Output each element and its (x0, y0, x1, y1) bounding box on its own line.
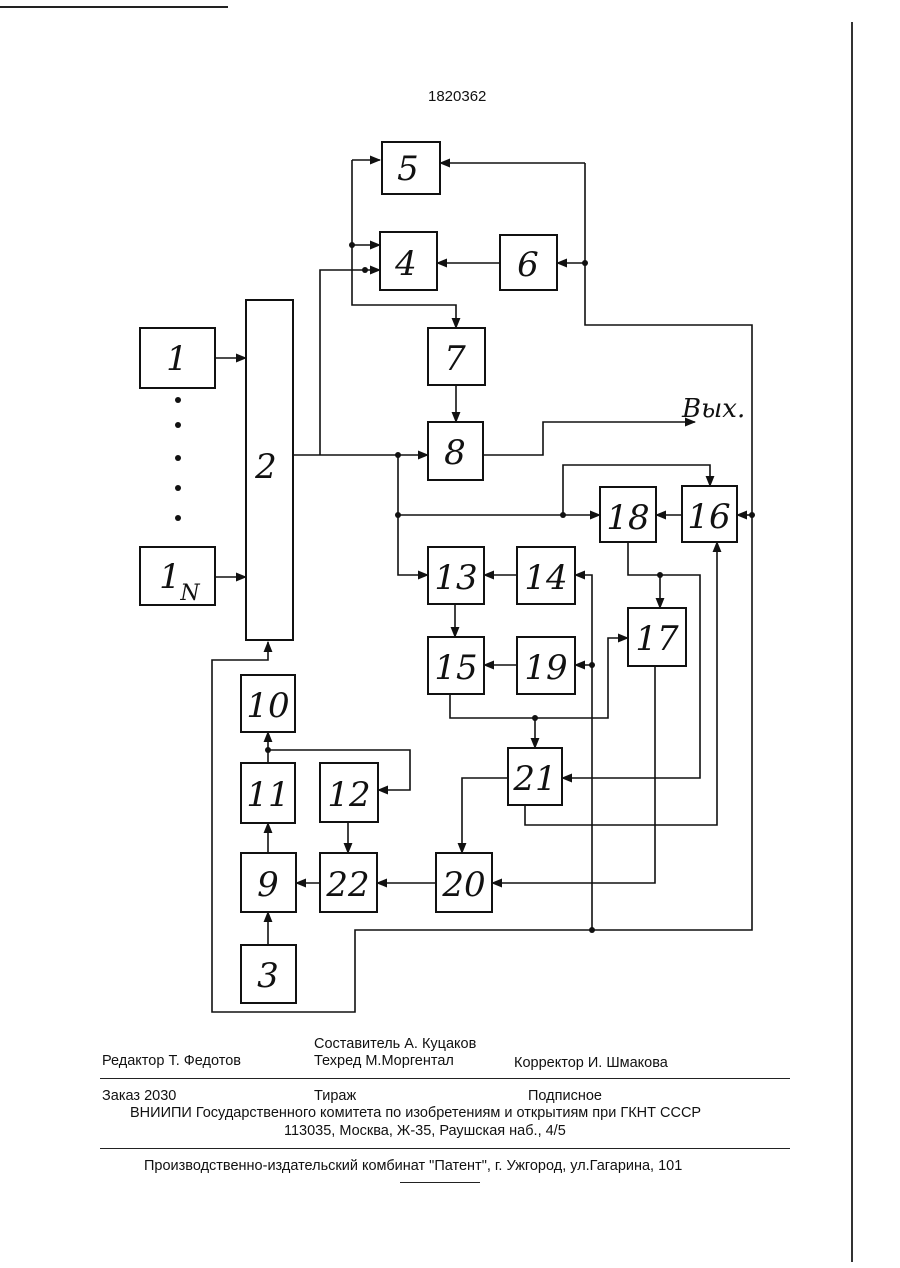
block-4-label: 4 (394, 244, 417, 284)
block-16: 16 (682, 486, 737, 542)
block-7: 7 (428, 328, 485, 385)
block-18: 18 (600, 487, 656, 542)
block-19: 19 (517, 637, 575, 694)
block-8: 8 (428, 422, 483, 480)
block-7-label: 7 (444, 339, 466, 379)
block-15-label: 15 (434, 648, 477, 688)
block-9: 9 (241, 853, 296, 912)
block-21-label: 21 (512, 759, 556, 799)
subscription-line: Подписное (528, 1088, 602, 1104)
block-5: 5 (382, 142, 440, 194)
block-20: 20 (436, 853, 492, 912)
block-diagram: 1 1 N 2 5 4 6 7 8 Вых. 18 16 13 14 17 15… (0, 0, 900, 1040)
block-16-label: 16 (687, 497, 730, 537)
block-1n: 1 N (140, 547, 215, 606)
block-17-label: 17 (635, 619, 679, 659)
institute-line: ВНИИПИ Государственного комитета по изоб… (130, 1105, 701, 1121)
block-12: 12 (320, 763, 378, 822)
print-run-line: Тираж (314, 1088, 356, 1104)
block-2-label: 2 (254, 447, 277, 487)
block-6: 6 (500, 235, 557, 290)
corrector-line: Корректор И. Шмакова (514, 1055, 668, 1071)
block-10-label: 10 (246, 686, 289, 726)
footer-rule-2 (100, 1148, 790, 1149)
block-18-label: 18 (606, 498, 649, 538)
publisher-line: Производственно-издательский комбинат "П… (144, 1158, 682, 1174)
block-3-label: 3 (257, 956, 279, 996)
block-13: 13 (428, 547, 484, 604)
block-19-label: 19 (524, 648, 567, 688)
tech-editor-line: Техред М.Моргентал (314, 1053, 454, 1069)
block-15: 15 (428, 637, 484, 694)
block-3: 3 (241, 945, 296, 1003)
block-17: 17 (628, 608, 686, 666)
block-11: 11 (241, 763, 295, 823)
block-2: 2 (246, 300, 293, 640)
block-11-label: 11 (246, 775, 289, 815)
junction-dots (265, 242, 755, 933)
editor-line: Редактор Т. Федотов (102, 1053, 241, 1069)
block-14-label: 14 (524, 558, 567, 598)
block-21: 21 (508, 748, 562, 805)
block-4: 4 (380, 232, 437, 290)
block-14: 14 (517, 547, 575, 604)
block-1n-subscript: N (179, 581, 200, 606)
block-1: 1 (140, 328, 215, 388)
block-8-label: 8 (444, 433, 466, 473)
ellipsis-dots (175, 397, 181, 521)
order-line: Заказ 2030 (102, 1088, 176, 1104)
footer-rule-1 (100, 1078, 790, 1079)
block-12-label: 12 (327, 775, 370, 815)
block-1n-label: 1 (159, 557, 181, 597)
publisher-underline (400, 1182, 480, 1183)
compiler-line: Составитель А. Куцаков (314, 1036, 476, 1052)
block-1-label: 1 (166, 339, 188, 379)
block-10: 10 (241, 675, 295, 732)
output-label: Вых. (681, 394, 745, 424)
block-13-label: 13 (434, 558, 477, 598)
block-5-label: 5 (397, 149, 419, 189)
block-22-label: 22 (325, 865, 369, 905)
address-line: 113035, Москва, Ж-35, Раушская наб., 4/5 (284, 1123, 566, 1139)
block-6-label: 6 (517, 245, 539, 285)
block-20-label: 20 (441, 865, 485, 905)
block-9-label: 9 (257, 865, 279, 905)
block-22: 22 (320, 853, 377, 912)
